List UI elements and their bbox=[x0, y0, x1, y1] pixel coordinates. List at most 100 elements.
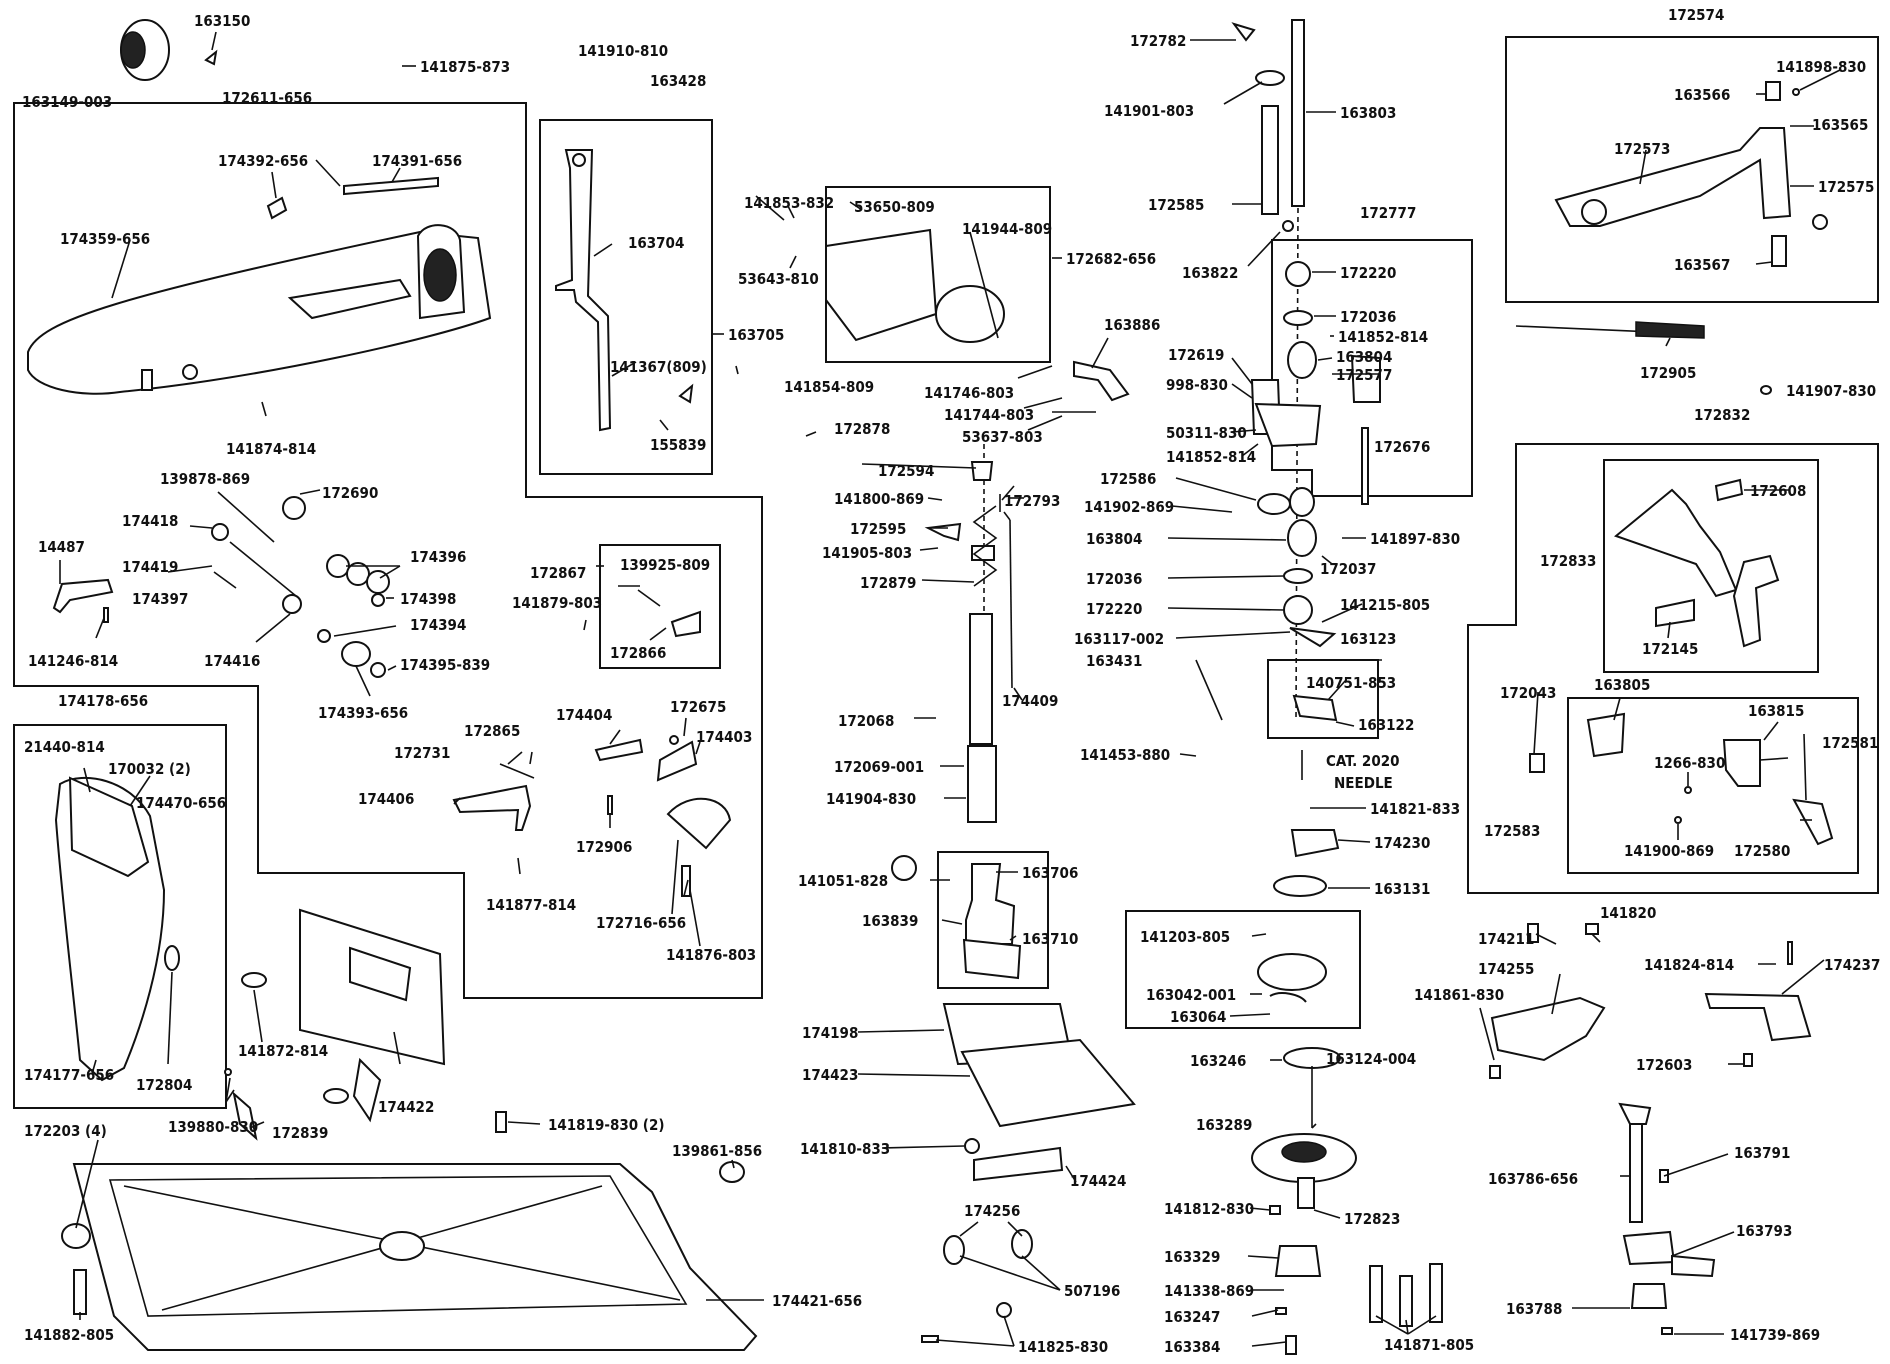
label-163803: 163803 bbox=[1340, 104, 1396, 122]
label-141875: 141875-873 bbox=[420, 58, 510, 76]
label-163705: 163705 bbox=[728, 326, 784, 344]
label-172583: 172583 bbox=[1484, 822, 1540, 840]
label-53637: 53637-803 bbox=[962, 428, 1043, 446]
label-139861: 139861-856 bbox=[672, 1142, 762, 1160]
bracket-part bbox=[52, 578, 114, 614]
label-163710: 163710 bbox=[1022, 930, 1078, 948]
label-141825: 141825-830 bbox=[1018, 1338, 1108, 1356]
label-172068: 172068 bbox=[838, 712, 894, 730]
label-141900: 141900-869 bbox=[1624, 842, 1714, 860]
label-139880: 139880-830 bbox=[168, 1118, 258, 1136]
label-174404: 174404 bbox=[556, 706, 612, 724]
label-141852b: 141852-814 bbox=[1166, 448, 1256, 466]
tension-release-group-outline bbox=[599, 544, 721, 669]
label-50311: 50311-830 bbox=[1166, 424, 1247, 442]
label-172716: 172716-656 bbox=[596, 914, 686, 932]
label-174394: 174394 bbox=[410, 616, 466, 634]
label-172793: 172793 bbox=[1004, 492, 1060, 510]
label-172573: 172573 bbox=[1614, 140, 1670, 158]
leader-lines bbox=[59, 31, 1841, 1347]
label-174178: 174178-656 bbox=[58, 692, 148, 710]
label-172145: 172145 bbox=[1642, 640, 1698, 658]
spool-cap-part bbox=[120, 19, 218, 81]
presser-foot-parts bbox=[921, 863, 1136, 1343]
label-172203: 172203 (4) bbox=[24, 1122, 107, 1140]
label-172833: 172833 bbox=[1540, 552, 1596, 570]
label-174419: 174419 bbox=[122, 558, 178, 576]
label-141902: 141902-869 bbox=[1084, 498, 1174, 516]
label-141744: 141744-803 bbox=[944, 406, 1034, 424]
label-141820: 141820 bbox=[1600, 904, 1656, 922]
label-174422: 174422 bbox=[378, 1098, 434, 1116]
label-141812: 141812-830 bbox=[1164, 1200, 1254, 1218]
label-172906: 172906 bbox=[576, 838, 632, 856]
label-141882: 141882-805 bbox=[24, 1326, 114, 1344]
label-cat: CAT. 2020 bbox=[1326, 752, 1400, 770]
label-174423: 174423 bbox=[802, 1066, 858, 1084]
label-174421: 174421-656 bbox=[772, 1292, 862, 1310]
needle-clamp-group-outline bbox=[1267, 659, 1379, 739]
label-163042: 163042-001 bbox=[1146, 986, 1236, 1004]
label-174255: 174255 bbox=[1478, 960, 1534, 978]
label-141898: 141898-830 bbox=[1776, 58, 1866, 76]
label-141852a: 141852-814 bbox=[1338, 328, 1428, 346]
label-141819: 141819-830 (2) bbox=[548, 1116, 665, 1134]
label-172675: 172675 bbox=[670, 698, 726, 716]
label-141861: 141861-830 bbox=[1414, 986, 1504, 1004]
screw-part bbox=[103, 607, 109, 623]
label-172866: 172866 bbox=[610, 644, 666, 662]
label-172575: 172575 bbox=[1818, 178, 1874, 196]
label-141854: 141854-809 bbox=[784, 378, 874, 396]
label-141944: 141944-809 bbox=[962, 220, 1052, 238]
label-163804b: 163804 bbox=[1086, 530, 1142, 548]
lever-parts bbox=[452, 735, 732, 897]
crank-parts bbox=[1529, 478, 1834, 846]
bracket-plate-part bbox=[224, 908, 507, 1141]
label-172220b: 172220 bbox=[1086, 600, 1142, 618]
label-174177: 174177-656 bbox=[24, 1066, 114, 1084]
label-141905: 141905-803 bbox=[822, 544, 912, 562]
label-172069: 172069-001 bbox=[834, 758, 924, 776]
label-140751: 140751-853 bbox=[1306, 674, 1396, 692]
label-163124: 163124-004 bbox=[1326, 1050, 1416, 1068]
label-172220a: 172220 bbox=[1340, 264, 1396, 282]
label-170032: 170032 (2) bbox=[108, 760, 191, 778]
label-174398: 174398 bbox=[400, 590, 456, 608]
label-141203: 141203-805 bbox=[1140, 928, 1230, 946]
thread-guide-part bbox=[555, 149, 694, 432]
label-141051: 141051-828 bbox=[798, 872, 888, 890]
label-53643: 53643-810 bbox=[738, 270, 819, 288]
label-172595: 172595 bbox=[850, 520, 906, 538]
label-163289: 163289 bbox=[1196, 1116, 1252, 1134]
label-14487: 14487 bbox=[38, 538, 85, 556]
label-174230: 174230 bbox=[1374, 834, 1430, 852]
label-163329: 163329 bbox=[1164, 1248, 1220, 1266]
bobbin-group-outline bbox=[1125, 910, 1361, 1029]
label-172603: 172603 bbox=[1636, 1056, 1692, 1074]
label-141453: 141453-880 bbox=[1080, 746, 1170, 764]
label-163822: 163822 bbox=[1182, 264, 1238, 282]
label-163123: 163123 bbox=[1340, 630, 1396, 648]
label-172594: 172594 bbox=[878, 462, 934, 480]
label-163793: 163793 bbox=[1736, 1222, 1792, 1240]
label-163566: 163566 bbox=[1674, 86, 1730, 104]
label-141853: 141853-832 bbox=[744, 194, 834, 212]
label-139878: 139878-869 bbox=[160, 470, 250, 488]
label-172581: 172581 bbox=[1822, 734, 1878, 752]
label-1266: 1266-830 bbox=[1654, 754, 1725, 772]
label-163565: 163565 bbox=[1812, 116, 1868, 134]
label-163786: 163786-656 bbox=[1488, 1170, 1578, 1188]
label-998830: 998-830 bbox=[1166, 376, 1228, 394]
label-174416: 174416 bbox=[204, 652, 260, 670]
label-172839: 172839 bbox=[272, 1124, 328, 1142]
label-172867: 172867 bbox=[530, 564, 586, 582]
label-141876: 141876-803 bbox=[666, 946, 756, 964]
label-163704: 163704 bbox=[628, 234, 684, 252]
label-163149: 163149-003 bbox=[22, 93, 112, 111]
label-172676: 172676 bbox=[1374, 438, 1430, 456]
label-172731: 172731 bbox=[394, 744, 450, 762]
side-cover-part bbox=[54, 776, 180, 1082]
label-141910: 141910-810 bbox=[578, 42, 668, 60]
